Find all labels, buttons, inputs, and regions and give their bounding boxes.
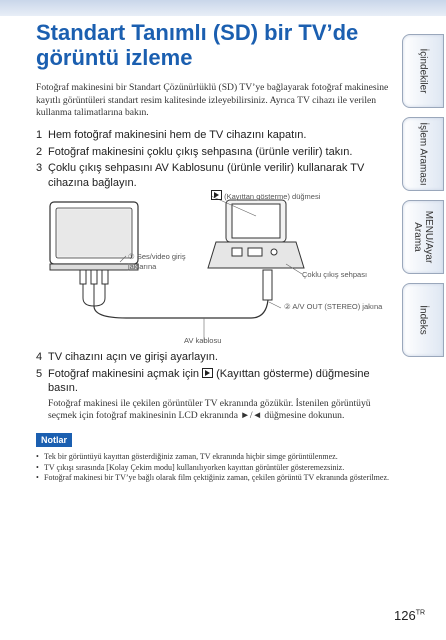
note-item: •TV çıkışı sırasında [Kolay Çekim modu] … — [36, 462, 345, 472]
step-1: 1 Hem fotoğraf makinesini hem de TV cihaz… — [36, 128, 396, 143]
step-number: 3 — [36, 162, 43, 174]
av-cable-label: AV kablosu — [184, 336, 222, 345]
page-number: 126TR — [394, 608, 426, 623]
av-cable-line — [93, 299, 269, 319]
rca-plugs-illustration — [79, 269, 109, 307]
step-4: 4 TV cihazını açın ve girişi ayarlayın. — [36, 350, 396, 365]
stand-label: Çoklu çıkış sehpası — [302, 270, 368, 279]
tab-contents[interactable]: İçindekiler — [402, 34, 444, 108]
notes-heading: Notlar — [36, 433, 73, 447]
step-number: 5 — [36, 367, 43, 380]
step-5-detail: Fotoğraf makinesi ile çekilen görüntüler… — [48, 397, 371, 422]
av-input-jacks-label: ① Ses/video giriş jaklarına — [128, 252, 186, 271]
page-title: Standart Tanımlı (SD) bir TV’de görüntü … — [36, 20, 359, 70]
step-number: 2 — [36, 145, 43, 158]
tab-operation-search[interactable]: İşlem Araması — [402, 117, 444, 191]
playback-icon — [202, 367, 214, 378]
multi-output-stand-illustration — [207, 199, 305, 301]
tab-index[interactable]: İndeks — [402, 283, 444, 357]
playback-button-label: (Kayıttan gösterme) düğmesi — [211, 190, 320, 201]
note-item: •Tek bir görüntüyü kayıttan gösterdiğini… — [36, 452, 338, 461]
tv-illustration — [49, 201, 139, 271]
step-text: Fotoğraf makinesini açmak için (Kayıttan… — [48, 367, 370, 394]
step-2: 2 Fotoğraf makinesini çoklu çıkış sehpası… — [36, 145, 396, 160]
step-number: 1 — [36, 129, 43, 141]
connection-illustration — [49, 195, 305, 342]
step-text: TV cihazını açın ve girişi ayarlayın. — [48, 351, 218, 363]
step-text: Hem fotoğraf makinesini hem de TV cihazı… — [48, 129, 307, 141]
av-out-jack-label: ② A/V OUT (STEREO) jakına — [284, 302, 383, 311]
note-item: •Fotoğraf makinesi bir TV’ye bağlı olara… — [36, 473, 390, 482]
intro-paragraph: Fotoğraf makinesini bir Standart Çözünür… — [36, 82, 389, 118]
notes-list: •Tek bir görüntüyü kayıttan gösterdiğini… — [36, 452, 392, 484]
step-5: 5 Fotoğraf makinesini açmak için (Kayıtta… — [36, 367, 396, 396]
step-text: Fotoğraf makinesini çoklu çıkış sehpasın… — [48, 145, 353, 158]
connection-diagram: (Kayıttan gösterme) düğmesi ① Ses/video … — [36, 190, 396, 345]
top-bar — [0, 0, 446, 16]
step-text: Çoklu çıkış sehpasını AV Kablosunu (ürün… — [48, 162, 365, 189]
playback-icon — [211, 190, 222, 200]
steps-list: 1 Hem fotoğraf makinesini hem de TV cihaz… — [36, 128, 396, 192]
step-number: 4 — [36, 351, 43, 363]
tab-menu-settings-search[interactable]: MENU/Ayar Arama — [402, 200, 444, 274]
steps-list-continued: 4 TV cihazını açın ve girişi ayarlayın. 5… — [36, 350, 396, 423]
step-3: 3 Çoklu çıkış sehpasını AV Kablosunu (ürü… — [36, 161, 396, 190]
